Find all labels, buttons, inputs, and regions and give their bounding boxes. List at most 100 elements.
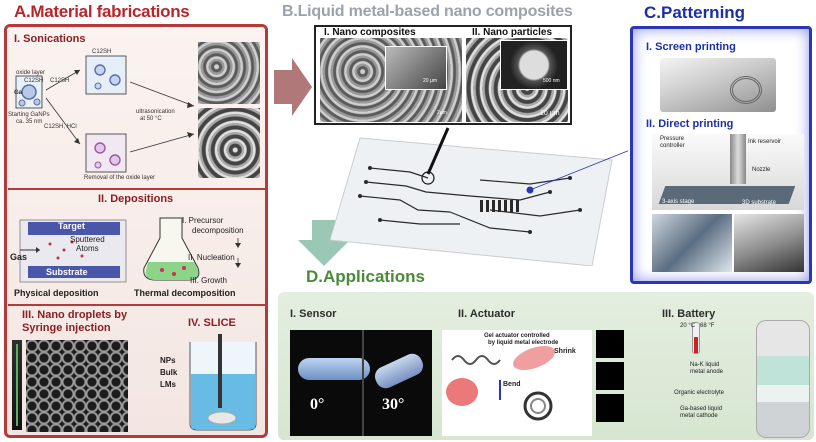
slice-heading: IV. SLICE <box>188 317 236 329</box>
thermometer-icon <box>692 322 700 354</box>
actuator-caption-2: by liquid metal electrode <box>488 340 559 346</box>
particles-scale: 500 nm <box>543 78 560 84</box>
atoms-label: Atoms <box>76 244 99 253</box>
nano-composites-label: I. Nano composites <box>322 27 418 38</box>
deposition-heading: II. Depositions <box>98 193 174 205</box>
ga-label: Ga <box>14 90 23 96</box>
slice-illustration <box>152 334 260 434</box>
cathode-label-2: metal cathode <box>680 413 718 419</box>
c12sh-hcl-label: C12SH, HCl <box>44 124 77 130</box>
bulk-label: Bulk <box>160 368 178 377</box>
panel-a-title: A.Material fabrications <box>14 2 190 21</box>
syringe-image <box>12 340 22 430</box>
target-label: Target <box>58 221 85 231</box>
deposition-schematic <box>19 217 241 283</box>
panel-d-title: D.Applications <box>306 267 426 286</box>
divider-1 <box>8 188 266 190</box>
nano-composites-inset <box>385 46 447 90</box>
direct-printing-label: II. Direct printing <box>646 118 734 130</box>
electrolyte-label: Organic electrolyte <box>674 390 725 396</box>
shrink-label: Shrink <box>554 348 576 355</box>
droplets-heading-2: Syringe injection <box>22 322 111 334</box>
probe <box>218 334 222 408</box>
removal-label: Removal of the oxide layer <box>84 175 156 181</box>
particles-scale-2: 10 µm <box>540 110 560 117</box>
panel-c-title: C.Patterning <box>644 3 746 22</box>
composites-scale-2: 2µm <box>437 110 447 116</box>
nano-particles-inset <box>500 40 568 90</box>
printed-structure-image-2 <box>734 214 804 272</box>
ink-reservoir-label: Ink reservoir <box>748 139 782 145</box>
oxide-layer-label: oxide layer <box>16 70 46 76</box>
nanoparticle <box>21 84 37 100</box>
controller-label: controller <box>660 143 685 149</box>
actuator-diagram <box>442 330 592 436</box>
arrow-down <box>45 97 81 145</box>
substrate-label: Substrate <box>46 267 88 277</box>
arrow-up <box>45 69 81 91</box>
size-label: ca. 35 nm <box>16 119 43 125</box>
panel-b-title: B.Liquid metal-based nano composites <box>282 3 573 20</box>
anode-label-2: metal anode <box>690 369 724 375</box>
gas-label: Gas <box>10 252 28 262</box>
vial-bottom <box>85 133 127 173</box>
angle-0-label: 0° <box>310 396 325 413</box>
printed-structure-image-1 <box>652 214 732 272</box>
nano-particles-label: II. Nano particles <box>470 27 555 38</box>
growth-label: III. Growth <box>190 276 227 285</box>
droplets-heading-1: III. Nano droplets by <box>22 309 128 321</box>
temp-c-label: 20 °C <box>680 323 696 329</box>
vial-top <box>85 55 127 95</box>
actuator-schematic <box>446 345 555 421</box>
c12sh-mid-label: C12SH <box>50 78 70 84</box>
target-plate <box>28 222 120 235</box>
ultrasonication-label: ultrasonication <box>136 109 175 115</box>
composites-scale: 20 µm <box>423 78 437 84</box>
sputtered-label: Sputtered <box>70 235 105 244</box>
nps-label: NPs <box>160 356 176 365</box>
temp-label: at 50 °C <box>140 116 162 122</box>
arrow-a-to-b-icon <box>274 58 312 116</box>
physical-deposition-label: Physical deposition <box>14 288 99 298</box>
c12sh-label: C12SH <box>24 78 44 84</box>
nucleation-label: II. Nucleation <box>188 253 235 262</box>
sonication-schematic <box>15 55 195 173</box>
actuator-photo-1 <box>596 330 624 358</box>
battery-cell <box>756 320 810 438</box>
temp-f-label: 68 °F <box>700 323 715 329</box>
actuator-photo-3 <box>596 394 624 422</box>
actuator-caption-1: Gel actuator controlled <box>484 333 550 339</box>
decomposition-label: decomposition <box>192 226 244 235</box>
bend-label: Bend <box>503 381 521 388</box>
thermal-decomposition-label: Thermal decomposition <box>134 288 236 298</box>
droplets-sem-image <box>26 340 128 432</box>
actuator-photo-2 <box>596 362 624 390</box>
sonication-section <box>10 48 264 190</box>
circuit-board <box>330 127 628 266</box>
screen-printing-image <box>660 58 776 112</box>
arrow-b-to-d-icon <box>298 220 350 266</box>
screen-printing-label: I. Screen printing <box>646 41 736 53</box>
deposition-section <box>12 212 262 302</box>
sensor-image <box>290 330 432 436</box>
cathode-label-1: Ga-based liquid <box>680 406 723 412</box>
sensor-label: I. Sensor <box>290 308 337 320</box>
starting-label: Starting GaNPs <box>8 112 50 118</box>
pressure-label: Pressure <box>660 136 685 142</box>
beaker-icon <box>189 334 257 431</box>
sem-image-top <box>198 42 260 104</box>
anode-label-1: Na-K liquid <box>690 362 720 368</box>
substrate-plate <box>28 266 120 278</box>
c12sh-top-label: C12SH <box>92 49 112 55</box>
lms-label: LMs <box>160 380 176 389</box>
battery-label: III. Battery <box>662 308 716 320</box>
divider-2 <box>8 304 266 306</box>
sonication-heading: I. Sonications <box>14 33 86 45</box>
direct-printing-image <box>652 134 804 210</box>
actuator-label: II. Actuator <box>458 308 516 320</box>
angle-30-label: 30° <box>382 396 405 413</box>
substrate3d-label: 3D substrate <box>742 200 777 206</box>
precursor-label: I. Precursor <box>182 216 224 225</box>
sem-image-bottom <box>198 108 260 178</box>
stage-label: 3-axis stage <box>662 199 695 205</box>
